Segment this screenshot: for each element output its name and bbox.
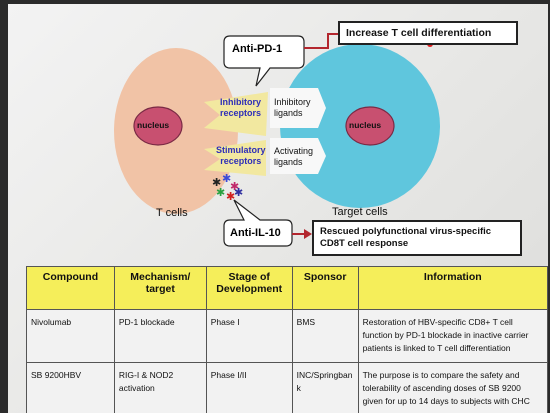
stimulatory-receptors-line2: receptors [220, 156, 262, 166]
cell-information: The purpose is to compare the safety and… [357, 362, 548, 413]
compound-table: Compound Mechanism/ target Stage of Deve… [26, 266, 548, 413]
immune-synapse-diagram: ✱ ✱ ✱ ✱ ✱ ✱ [114, 29, 440, 247]
cell-compound: SB 9200HBV [26, 362, 115, 413]
inhibitory-receptors-label: Inhibitory receptors [220, 97, 261, 119]
activating-ligands-line1: Activating [274, 146, 314, 156]
inhibitory-receptors-line2: receptors [220, 108, 262, 118]
target-cell-nucleus [345, 106, 395, 146]
inhibitory-ligands-label: Inhibitory ligands [274, 97, 311, 119]
header-sponsor: Sponsor [291, 266, 359, 310]
cell-sponsor: INC/Springbank [291, 362, 359, 413]
cell-mechanism: RIG-I & NOD2 activation [113, 362, 207, 413]
arrowhead-bottom [304, 229, 312, 239]
svg-text:✱: ✱ [216, 186, 225, 199]
header-mechanism: Mechanism/ target [113, 266, 207, 310]
table-header-row: Compound Mechanism/ target Stage of Deve… [26, 266, 548, 310]
stimulatory-receptors-label: Stimulatory receptors [216, 145, 266, 167]
header-compound: Compound [26, 266, 115, 310]
inhibitory-ligands-line2: ligands [274, 108, 303, 118]
svg-text:✱: ✱ [230, 180, 239, 193]
stimulatory-receptor-shape [204, 140, 266, 176]
rescued-response-line2: CD8T cell response [320, 238, 409, 249]
anti-il10-bubble [223, 199, 293, 247]
cytokine-stars-icon: ✱ ✱ ✱ ✱ ✱ ✱ [212, 172, 243, 203]
cell-stage: Phase I/II [205, 362, 293, 413]
activating-ligand-shape [270, 138, 326, 174]
cell-sponsor: BMS [291, 309, 359, 363]
inhibitory-ligands-line1: Inhibitory [274, 97, 311, 107]
stimulatory-receptors-line1: Stimulatory [216, 145, 266, 155]
connector-arrow-top [304, 33, 338, 49]
cell-mechanism: PD-1 blockade [113, 309, 207, 363]
svg-text:✱: ✱ [222, 172, 231, 185]
anti-pd1-bubble [223, 35, 305, 87]
anti-il10-label: Anti-IL-10 [230, 227, 281, 239]
inhibitory-ligand-shape [270, 88, 326, 128]
header-information: Information [357, 266, 548, 310]
inhibitory-receptor-shape [204, 92, 268, 136]
t-cell-nucleus-label: nucleus [137, 120, 170, 130]
target-cells-caption: Target cells [332, 206, 388, 218]
increase-t-cell-text: Increase T cell differentiation [346, 27, 492, 39]
cell-stage: Phase I [205, 309, 293, 363]
table-row: SB 9200HBV RIG-I & NOD2 activation Phase… [26, 362, 548, 413]
svg-text:✱: ✱ [226, 190, 235, 203]
header-stage: Stage of Development [205, 266, 293, 310]
table-row: Nivolumab PD-1 blockade Phase I BMS Rest… [26, 309, 548, 363]
increase-t-cell-box: Increase T cell differentiation [338, 21, 518, 45]
target-cell-nucleus-label: nucleus [349, 120, 382, 130]
slide: ✱ ✱ ✱ ✱ ✱ ✱ Anti-PD-1 Increase T cell di… [8, 4, 548, 413]
inhibitory-receptors-line1: Inhibitory [220, 97, 262, 107]
cell-information: Restoration of HBV-specific CD8+ T cell … [357, 309, 548, 363]
svg-text:✱: ✱ [234, 186, 243, 199]
cell-compound: Nivolumab [26, 309, 115, 363]
activating-ligands-line2: ligands [274, 157, 303, 167]
rescued-response-box: Rescued polyfunctional virus-specific CD… [312, 220, 522, 256]
activating-ligands-label: Activating ligands [274, 146, 313, 168]
anti-pd1-label: Anti-PD-1 [232, 43, 283, 55]
t-cell-nucleus [133, 106, 183, 146]
svg-text:✱: ✱ [212, 176, 221, 189]
rescued-response-line1: Rescued polyfunctional virus-specific [320, 226, 492, 237]
t-cells-caption: T cells [156, 207, 188, 219]
